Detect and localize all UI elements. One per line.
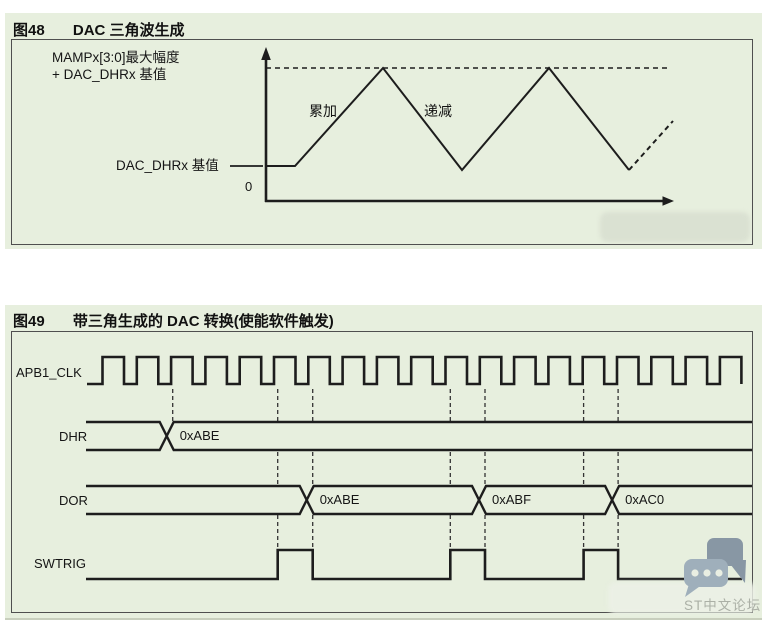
figure48-panel [5, 13, 762, 249]
swtrig-waveform [86, 548, 742, 581]
dor-bus-waveform [610, 484, 752, 516]
dhr-bus-waveform [165, 420, 752, 452]
timing-diagram [86, 355, 752, 581]
base-value-label: DAC_DHRx 基值 [116, 158, 219, 173]
triangle-waveform-continuation [628, 120, 674, 171]
forum-watermark-text: ST中文论坛 [684, 598, 762, 613]
bus-transition-value: 0xAC0 [625, 492, 665, 507]
apb1-clk-waveform [87, 355, 743, 386]
max-amplitude-label-line1: MAMPx[3:0]最大幅度 [52, 50, 180, 65]
increment-annotation: 累加 [309, 103, 337, 119]
swtrig-label: SWTRIG [34, 556, 86, 571]
decrement-annotation: 递减 [424, 103, 452, 119]
dhr-label: DHR [59, 429, 88, 444]
apb1-clk-label: APB1_CLK [16, 365, 82, 380]
watermark-smudge [608, 582, 756, 614]
triangle-wave-diagram [230, 47, 674, 206]
figure48-title: DAC 三角波生成 [72, 22, 185, 39]
bus-transition-value: 0xABE [179, 428, 220, 443]
bus-transition-value: 0xABF [492, 492, 532, 507]
watermark-smudge [600, 212, 750, 242]
max-amplitude-label: MAMPx[3:0]最大幅度 + DAC_DHRx 基值 [52, 50, 180, 84]
dor-label: DOR [59, 493, 88, 508]
y-axis-arrow-icon [261, 47, 271, 60]
figure49-caption: 图49 带三角生成的 DAC 转换(使能软件触发) [13, 310, 334, 331]
x-axis-arrow-icon [662, 196, 674, 206]
max-amplitude-label-line2: + DAC_DHRx 基值 [52, 66, 167, 82]
forum-watermark: ST中文论坛 [600, 530, 762, 620]
figure48-number: 图48 [13, 22, 45, 39]
dor-bus-waveform [86, 484, 309, 516]
dhr-bus-waveform [86, 420, 169, 452]
bus-transition-value: 0xABE [319, 492, 360, 507]
origin-label: 0 [245, 179, 253, 194]
triangle-waveform [266, 66, 630, 172]
chat-bubbles-icon [684, 538, 746, 597]
figure49-title: 带三角生成的 DAC 转换(使能软件触发) [72, 313, 334, 330]
figure48-caption: 图48 DAC 三角波生成 [13, 19, 185, 40]
figure49-number: 图49 [13, 313, 45, 330]
figure49-box: APB1_CLK DHR DOR SWTRIG 0xABE 0xABE 0xABF 0… [11, 331, 753, 613]
figure48-box: MAMPx[3:0]最大幅度 + DAC_DHRx 基值 DAC_DHRx 基值… [11, 39, 753, 245]
